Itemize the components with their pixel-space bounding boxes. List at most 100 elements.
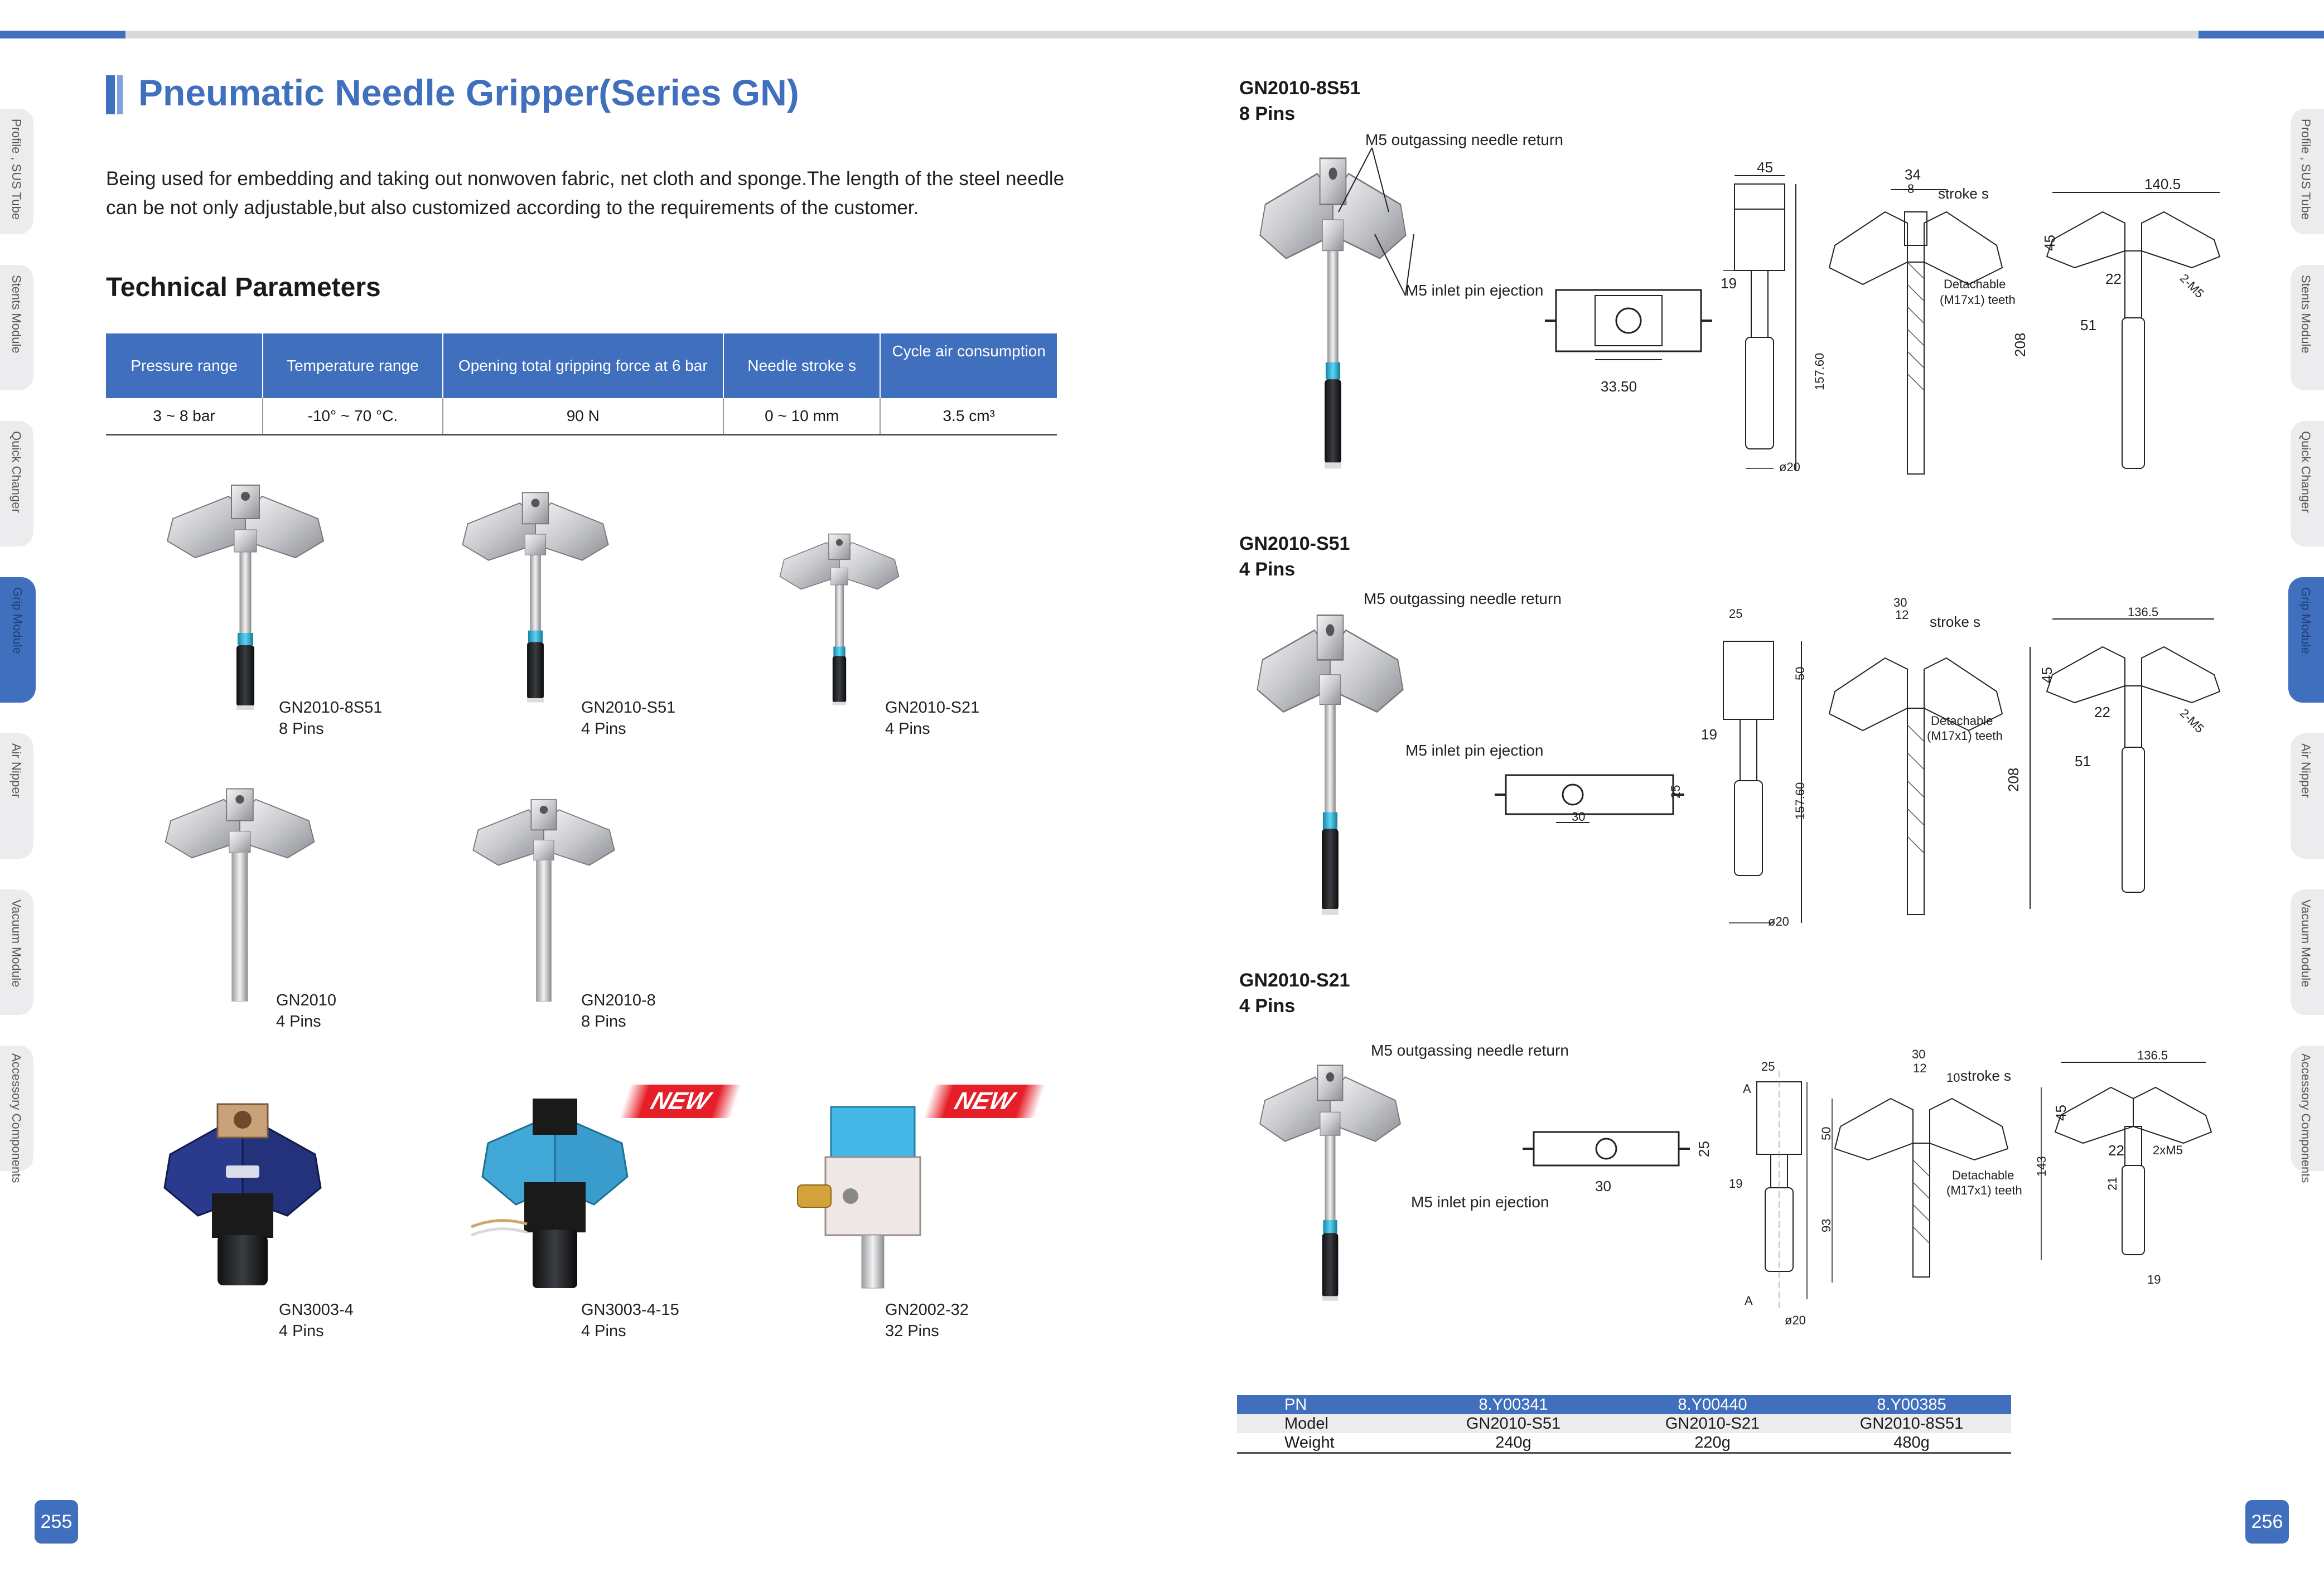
side-tab-grip-module[interactable]: Grip Module bbox=[2288, 577, 2324, 703]
spec-cell: 8.Y00385 bbox=[1812, 1395, 2011, 1414]
new-badge: NEW bbox=[619, 1085, 742, 1118]
dim-label: 208 bbox=[2012, 332, 2028, 357]
model-name: GN2010-S21 bbox=[1239, 970, 1350, 991]
dim-label: 22 bbox=[2105, 270, 2122, 287]
dim-label: 51 bbox=[2075, 753, 2091, 770]
product-pins: 8 Pins bbox=[581, 1013, 626, 1031]
dim-label: 30 bbox=[1572, 810, 1586, 824]
side-tab-quick-changer[interactable]: Quick Changer bbox=[0, 421, 33, 546]
dim-label: stroke s bbox=[1930, 613, 1981, 630]
side-tab-label: Stents Module bbox=[2299, 275, 2313, 354]
top-accent-left bbox=[0, 31, 125, 38]
side-tab-stents[interactable]: Stents Module bbox=[0, 265, 33, 390]
side-tab-label: Air Nipper bbox=[9, 743, 23, 798]
drawing-front-view bbox=[1723, 641, 1802, 923]
product-caption: GN3003-4-15 4 Pins bbox=[581, 1299, 679, 1342]
dim-label: 25 bbox=[1669, 785, 1683, 799]
product-model: GN2010-S51 bbox=[581, 699, 676, 717]
title-accent-bar-light bbox=[117, 75, 123, 114]
drawing-photo-gn2010-s21 bbox=[1255, 1060, 1405, 1305]
table-header-cell: Pressure range bbox=[106, 333, 264, 398]
drawing-side-view bbox=[2041, 1062, 2212, 1260]
table-header-row: Pressure range Temperature range Opening… bbox=[106, 333, 1057, 398]
technical-parameters-table: Pressure range Temperature range Opening… bbox=[106, 333, 1057, 436]
product-caption: GN3003-4 4 Pins bbox=[279, 1299, 354, 1342]
product-model: GN2010-8S51 bbox=[279, 699, 383, 717]
spec-cell: 240g bbox=[1414, 1433, 1613, 1454]
table-row: 3 ~ 8 bar -10° ~ 70 °C. 90 N 0 ~ 10 mm 3… bbox=[106, 398, 1057, 436]
side-tab-vacuum[interactable]: Vacuum Module bbox=[2291, 889, 2324, 1015]
product-image-gn2002-32 bbox=[797, 1106, 921, 1289]
dim-label: 2xM5 bbox=[2153, 1143, 2183, 1157]
product-image-gn2010-8s51 bbox=[162, 480, 329, 714]
dim-label: 45 bbox=[2038, 667, 2055, 683]
product-pins: 4 Pins bbox=[581, 1322, 626, 1340]
spec-cell: Weight bbox=[1237, 1433, 1414, 1454]
spec-row-pn: PN 8.Y00341 8.Y00440 8.Y00385 bbox=[1237, 1395, 2011, 1414]
table-header-cell: Needle stroke s bbox=[723, 333, 881, 398]
side-tab-accessory[interactable]: Accessory Components bbox=[2291, 1046, 2324, 1183]
drawing-top-view bbox=[1545, 289, 1712, 360]
side-tab-grip-module[interactable]: Grip Module bbox=[0, 577, 36, 703]
dim-label: 208 bbox=[2005, 767, 2022, 792]
callout-outgassing: M5 outgassing needle return bbox=[1365, 131, 1563, 148]
product-caption: GN2010-S51 4 Pins bbox=[581, 697, 675, 739]
side-tab-label: Profile , SUS Tube bbox=[9, 119, 23, 220]
dim-label: 25 bbox=[1729, 607, 1743, 621]
dim-label: Detachable bbox=[1952, 1168, 2014, 1182]
dim-label: 136.5 bbox=[2128, 605, 2159, 619]
dim-label: (M17x1) teeth bbox=[1946, 1183, 2022, 1197]
product-model: GN2010-8 bbox=[581, 991, 656, 1009]
dim-label: 30 bbox=[1893, 596, 1907, 609]
dim-label: 12 bbox=[1895, 608, 1909, 622]
side-tab-vacuum[interactable]: Vacuum Module bbox=[0, 889, 33, 1015]
dim-label: 45 bbox=[2041, 235, 2058, 251]
dim-label: 93 bbox=[1819, 1218, 1833, 1232]
drawing-photo-gn2010-s51 bbox=[1252, 608, 1408, 920]
side-tab-stents[interactable]: Stents Module bbox=[2291, 265, 2324, 390]
product-pins: 4 Pins bbox=[581, 720, 626, 738]
dim-label: 25 bbox=[1695, 1141, 1712, 1157]
dim-label: 30 bbox=[1912, 1047, 1926, 1061]
model-pins: 8 Pins bbox=[1239, 103, 1296, 124]
side-tab-air-nipper[interactable]: Air Nipper bbox=[2291, 733, 2324, 859]
dim-label: 30 bbox=[1595, 1178, 1611, 1194]
drawing-section-view bbox=[1828, 657, 2003, 915]
product-image-gn2010-8 bbox=[455, 795, 633, 1007]
product-model: GN2002-32 bbox=[885, 1301, 969, 1319]
product-pins: 4 Pins bbox=[276, 1013, 321, 1031]
table-header-cell: Cycle air consumption bbox=[880, 333, 1057, 398]
spec-row-model: Model GN2010-S51 GN2010-S21 GN2010-8S51 bbox=[1237, 1414, 2011, 1433]
dim-label: 51 bbox=[2080, 317, 2096, 333]
dim-label: 21 bbox=[2105, 1177, 2119, 1191]
dim-label: A bbox=[1743, 1082, 1751, 1096]
side-tab-profile[interactable]: Profile , SUS Tube bbox=[0, 109, 33, 234]
table-cell: 3.5 cm³ bbox=[880, 398, 1057, 436]
page-number: 255 bbox=[35, 1500, 78, 1544]
spec-cell: 8.Y00341 bbox=[1414, 1395, 1613, 1414]
dim-label: 50 bbox=[1793, 666, 1807, 680]
product-caption: GN2010-8 8 Pins bbox=[581, 990, 656, 1032]
dim-label: 22 bbox=[2108, 1142, 2124, 1159]
dim-label: 136.5 bbox=[2137, 1048, 2168, 1062]
product-caption: GN2010 4 Pins bbox=[276, 990, 336, 1032]
model-pins: 4 Pins bbox=[1239, 995, 1296, 1017]
dim-label: 8 bbox=[1907, 182, 1915, 196]
product-pins: 8 Pins bbox=[279, 720, 324, 738]
side-tab-air-nipper[interactable]: Air Nipper bbox=[0, 733, 33, 859]
side-tab-label: Profile , SUS Tube bbox=[2299, 119, 2313, 220]
side-tab-quick-changer[interactable]: Quick Changer bbox=[2291, 421, 2324, 546]
side-tab-profile[interactable]: Profile , SUS Tube bbox=[2291, 109, 2324, 234]
spec-cell: 220g bbox=[1613, 1433, 1812, 1454]
section-title: Technical Parameters bbox=[106, 273, 381, 302]
side-tab-accessory[interactable]: Accessory Components bbox=[0, 1046, 33, 1183]
product-model: GN2010-S21 bbox=[885, 699, 980, 717]
spec-cell: GN2010-S21 bbox=[1613, 1414, 1812, 1433]
dim-label: 143 bbox=[2035, 1156, 2048, 1177]
dim-label: ø20 bbox=[1779, 460, 1800, 474]
dim-label: 22 bbox=[2094, 704, 2110, 720]
spec-cell: PN bbox=[1237, 1395, 1414, 1414]
callout-inlet: M5 inlet pin ejection bbox=[1405, 282, 1544, 299]
callout-inlet: M5 inlet pin ejection bbox=[1411, 1193, 1549, 1211]
product-model: GN3003-4-15 bbox=[581, 1301, 679, 1319]
